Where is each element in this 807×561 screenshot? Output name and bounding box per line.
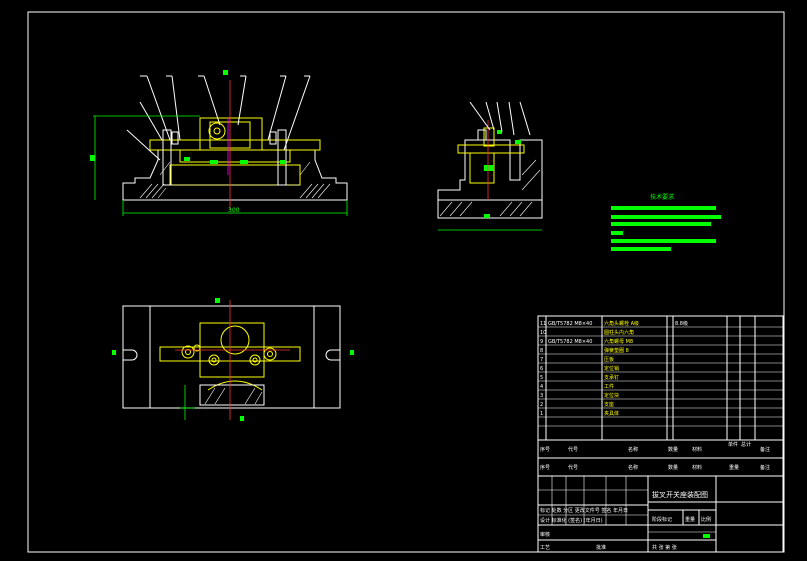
part-name: 圆柱头内六角 xyxy=(604,329,634,336)
part-name: 六角头螺栓 A级 xyxy=(604,320,639,327)
header2-qty: 数量 xyxy=(668,464,678,471)
part-name: 夹具体 xyxy=(604,410,619,417)
part-no: 5 xyxy=(540,375,543,381)
process-label: 工艺 xyxy=(540,545,550,551)
front-view: 300 xyxy=(90,70,348,216)
part-no: 3 xyxy=(540,393,543,399)
part-name: 工件 xyxy=(604,383,614,390)
header2-no: 序号 xyxy=(540,464,550,471)
header-no: 序号 xyxy=(540,446,550,453)
part-no: 2 xyxy=(540,402,543,408)
part-name: 弹簧垫圈 8 xyxy=(604,347,629,354)
part-no: 1 xyxy=(540,411,543,417)
header-unit: 单件 xyxy=(728,441,738,448)
header-total: 总计 xyxy=(741,441,751,448)
part-name: 支承钉 xyxy=(604,374,619,381)
scale-label: 比例 xyxy=(701,516,711,523)
header2-weight: 重量 xyxy=(729,464,739,471)
header2-code: 代号 xyxy=(568,464,578,471)
header-note: 备注 xyxy=(760,446,770,453)
header-material: 材料 xyxy=(692,446,702,453)
part-name: 支座 xyxy=(604,401,614,408)
review-label: 审核 xyxy=(540,531,550,538)
part-no: 11 xyxy=(540,321,546,327)
dimension-width: 300 xyxy=(228,207,240,214)
part-name: 六角螺母 M8 xyxy=(604,338,633,345)
part-no: 7 xyxy=(540,357,543,363)
weight-label: 重量 xyxy=(685,516,695,523)
header-row: 序号 代号 名称 数量 材料 单件 总计 备注 xyxy=(540,441,770,453)
header-code: 代号 xyxy=(568,446,578,453)
header-name: 名称 xyxy=(628,446,638,453)
header2-material: 材料 xyxy=(692,464,702,471)
part-no: 10 xyxy=(540,330,546,336)
sign-row-1: 标记 处数 分区 更改文件号 签名 年月日 xyxy=(540,507,628,514)
drawing-title: 拔叉开关座装配图 xyxy=(652,490,708,499)
part-no: 8 xyxy=(540,348,543,354)
part-no: 6 xyxy=(540,366,543,372)
header2-note: 备注 xyxy=(760,464,770,471)
part-code: GB/T5782 M8×40 xyxy=(548,321,592,327)
part-name: 定位块 xyxy=(604,392,619,399)
part-no: 4 xyxy=(540,384,543,390)
sign-row-2: 设计 标准化 (签名) (年月日) xyxy=(540,517,603,524)
part-code: GB/T5782 M8×40 xyxy=(548,339,592,345)
technical-requirements: 技术要求 xyxy=(611,193,721,251)
side-view xyxy=(437,101,543,231)
sheet-label: 共 张 第 张 xyxy=(652,544,677,551)
top-view xyxy=(112,298,354,421)
part-name: 压板 xyxy=(604,356,614,363)
part-no: 9 xyxy=(540,339,543,345)
outer-frame xyxy=(27,11,785,553)
header2-name: 名称 xyxy=(628,464,638,471)
stage-label: 阶段标记 xyxy=(652,516,672,523)
tech-req-title: 技术要求 xyxy=(650,193,674,201)
part-material: 8.8级 xyxy=(675,320,688,327)
header-qty: 数量 xyxy=(668,446,678,453)
part-name: 定位销 xyxy=(604,365,619,372)
header-row-2: 序号 代号 名称 数量 材料 重量 备注 xyxy=(540,464,770,471)
approve-label: 批准 xyxy=(596,544,606,551)
